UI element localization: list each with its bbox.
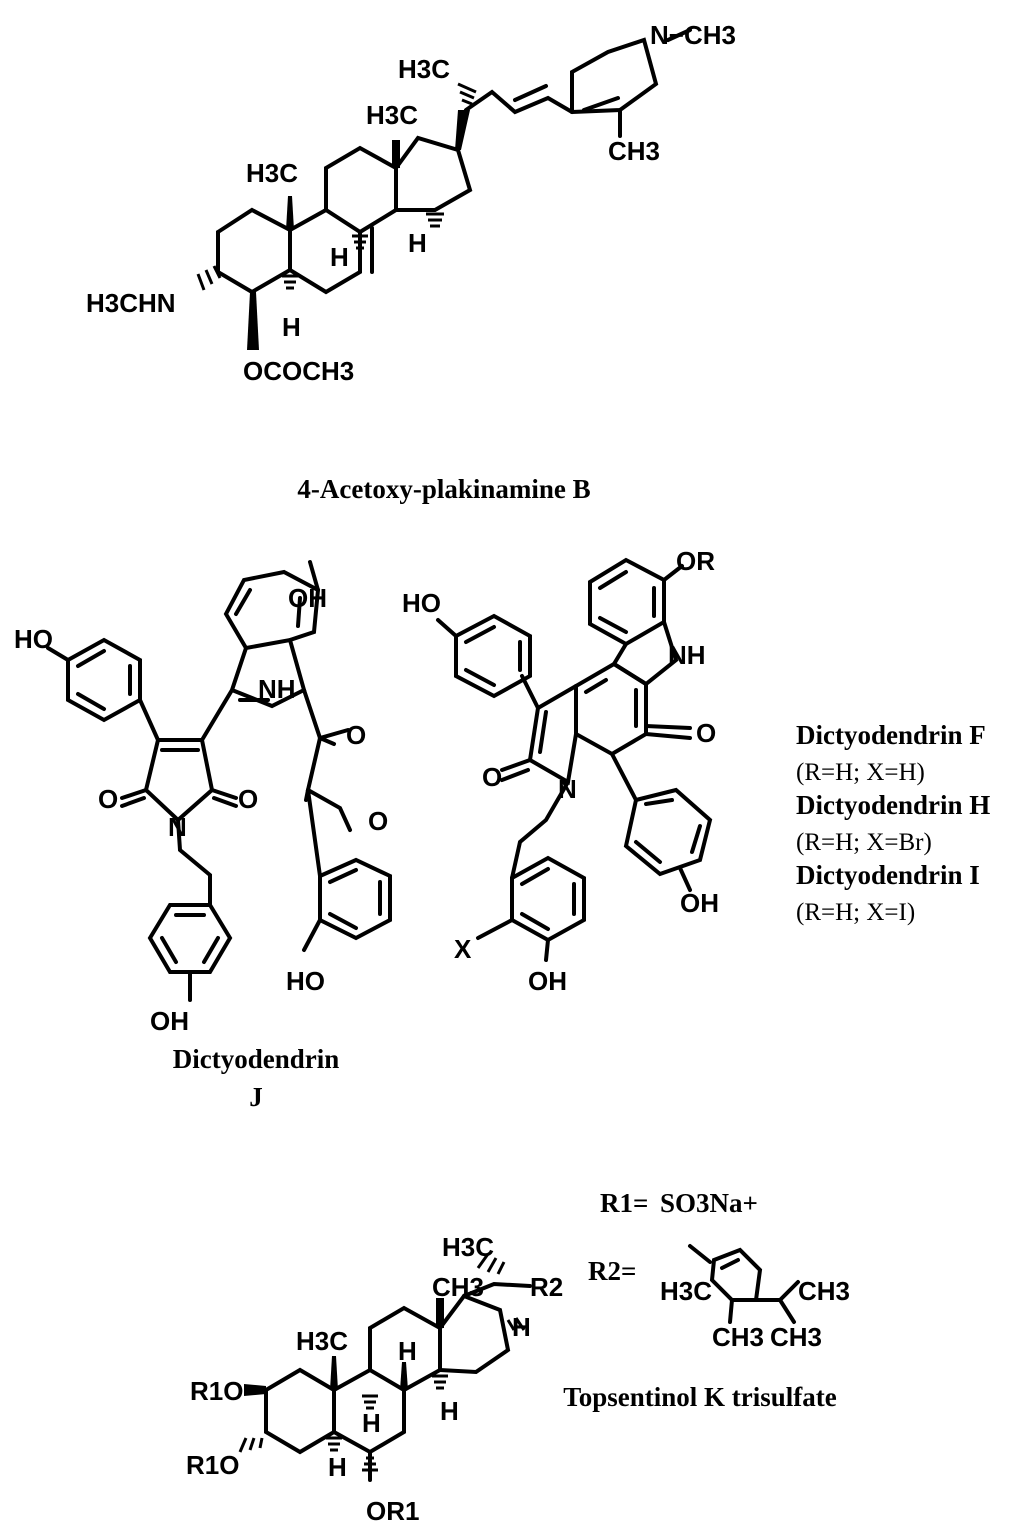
variant-name: Dictyodendrin I xyxy=(796,860,980,890)
h-label: H xyxy=(512,1312,531,1342)
h3c-label: H3C xyxy=(398,54,450,84)
h3c-label: H3C xyxy=(660,1276,712,1306)
oh-label: OH xyxy=(150,1006,189,1036)
substituent-definitions: R1= SO3Na+ R2= xyxy=(588,1188,758,1286)
stereo-wedge xyxy=(247,292,259,350)
ch3-label: CH3 xyxy=(608,136,660,166)
nh-label: NH xyxy=(668,640,706,670)
o-label: O xyxy=(696,718,716,748)
o-label: O xyxy=(482,762,502,792)
n-methyl-label: N−CH3 xyxy=(650,20,736,50)
oh-label: OH xyxy=(528,966,567,996)
stereo-wedge xyxy=(286,196,294,230)
variant-name: Dictyodendrin F xyxy=(796,720,986,750)
n-label: N xyxy=(168,812,187,842)
r1-definition-label: R1= xyxy=(600,1188,648,1218)
stereo-wedge xyxy=(400,1362,408,1390)
r2-label: R2 xyxy=(530,1272,563,1302)
ch3-label: CH3 xyxy=(432,1272,484,1302)
compound-name: 4-Acetoxy-plakinamine B xyxy=(297,474,590,504)
nh-label: NH xyxy=(258,674,296,704)
r1-definition-value: SO3Na+ xyxy=(660,1188,758,1218)
oh-label: OH xyxy=(288,583,327,613)
or1-label: OR1 xyxy=(366,1496,419,1526)
h-label: H xyxy=(330,242,349,272)
dictyodendrin-variant-list: Dictyodendrin F (R=H; X=H) Dictyodendrin… xyxy=(796,720,990,926)
h3c-label: H3C xyxy=(442,1232,494,1262)
r1o-label: R1O xyxy=(190,1376,243,1406)
o-label: O xyxy=(98,784,118,814)
stereo-hash xyxy=(426,212,444,228)
ch3-label: CH3 xyxy=(712,1322,764,1352)
n-label: N xyxy=(558,774,577,804)
h-label: H xyxy=(398,1336,417,1366)
r2-definition-label: R2= xyxy=(588,1256,636,1286)
x-label: X xyxy=(454,934,472,964)
r1o-label: R1O xyxy=(186,1450,239,1480)
stereo-hash xyxy=(352,234,368,250)
stereo-hash xyxy=(196,265,222,291)
ho-label: HO xyxy=(14,624,53,654)
dictyodendrin-j-structure: OH NH HO O O O O N HO OH xyxy=(14,560,392,1036)
o-label: O xyxy=(238,784,258,814)
or-label: OR xyxy=(676,546,715,576)
h-label: H xyxy=(282,312,301,342)
variant-substituents: (R=H; X=Br) xyxy=(796,829,932,856)
h3c-label: H3C xyxy=(246,158,298,188)
stereo-hash xyxy=(457,82,477,106)
h-label: H xyxy=(408,228,427,258)
o-label: O xyxy=(346,720,366,750)
stereo-wedge xyxy=(330,1356,338,1390)
h-label: H xyxy=(328,1452,347,1482)
ho-label: HO xyxy=(402,588,441,618)
ch3-label: CH3 xyxy=(770,1322,822,1352)
o-label: O xyxy=(368,806,388,836)
stereo-wedge xyxy=(455,110,470,150)
ho-label: HO xyxy=(286,966,325,996)
dictyodendrin-fhi-structure: OR HO NH O O N OH X OH xyxy=(402,546,719,996)
variant-substituents: (R=H; X=H) xyxy=(796,759,925,786)
variant-name: Dictyodendrin H xyxy=(796,790,990,820)
stereo-wedge xyxy=(392,140,400,168)
topsentinol-structure: H3C R2 CH3 H H3C H H H H R1O R1O OR1 H3C… xyxy=(186,1232,850,1526)
h3c-label: H3C xyxy=(296,1326,348,1356)
stereo-wedge xyxy=(436,1298,444,1328)
compound-name: J xyxy=(249,1082,263,1112)
oh-label: OH xyxy=(680,888,719,918)
amine-label: H3CHN xyxy=(86,288,176,318)
acetoxy-label: OCOCH3 xyxy=(243,356,354,386)
compound-name: Dictyodendrin xyxy=(173,1044,340,1074)
variant-substituents: (R=H; X=I) xyxy=(796,899,915,926)
h-label: H xyxy=(362,1408,381,1438)
h3c-label: H3C xyxy=(366,100,418,130)
h-label: H xyxy=(440,1396,459,1426)
compound-name: Topsentinol K trisulfate xyxy=(563,1382,837,1412)
stereo-wedge xyxy=(244,1384,266,1396)
plakinamine-structure: H3C H3C H3C N−CH3 CH3 H H H H3CHN OCOCH3 xyxy=(86,20,736,386)
ch3-label: CH3 xyxy=(798,1276,850,1306)
stereo-hash xyxy=(282,274,298,290)
